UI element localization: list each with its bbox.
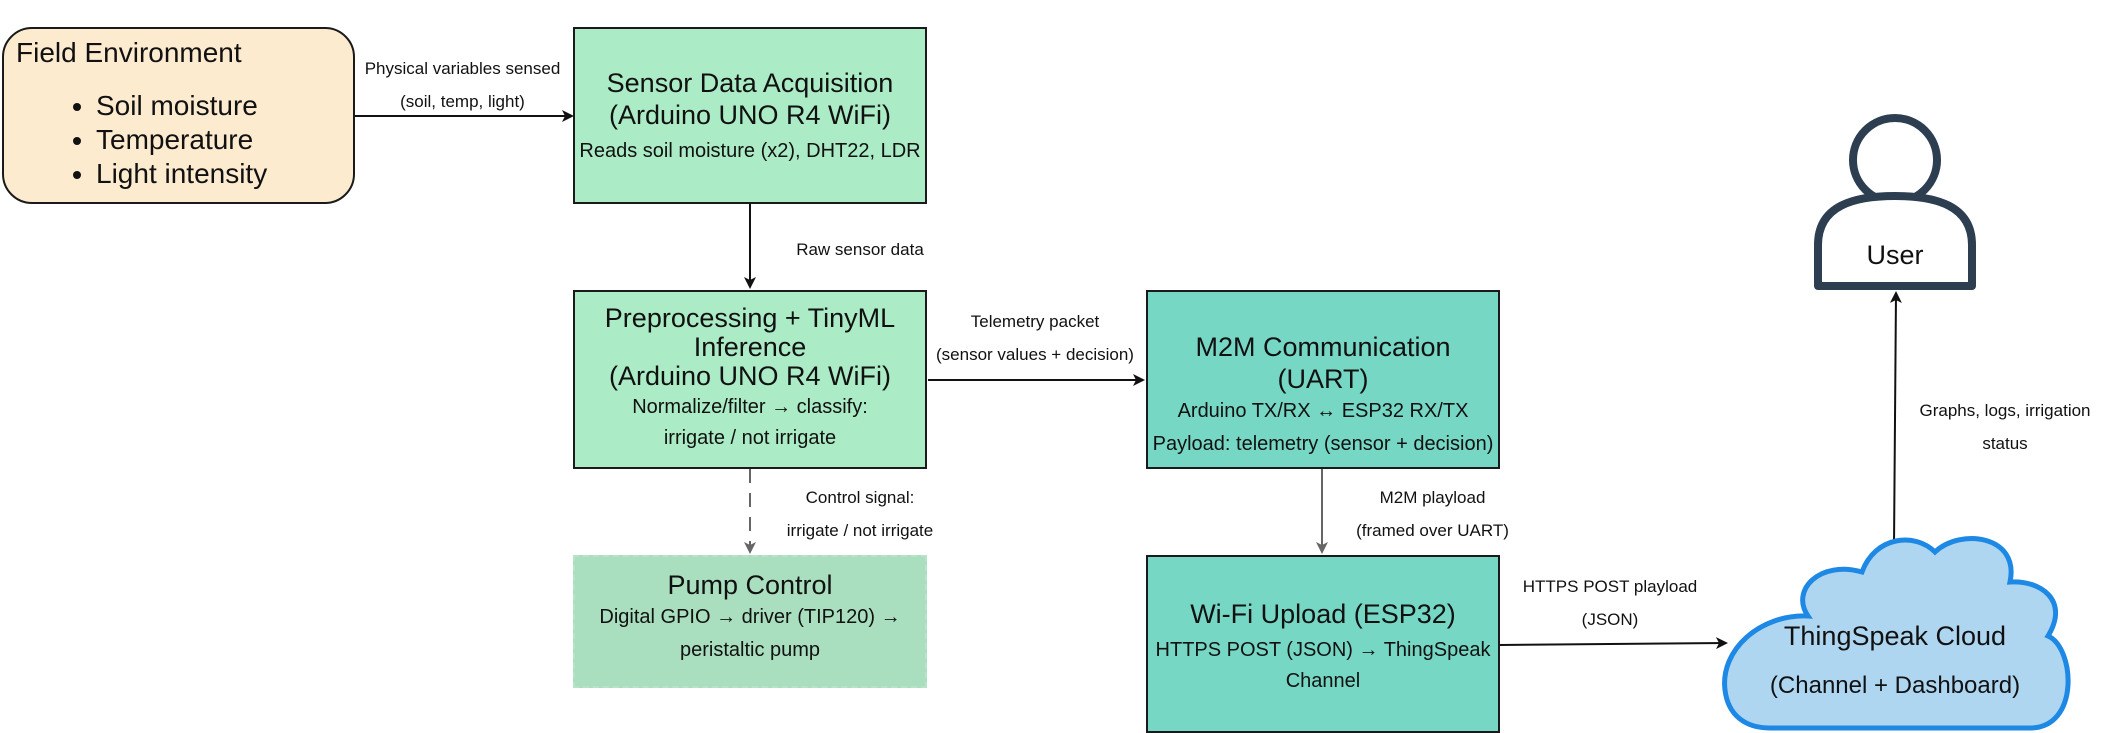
label-preprocessing-to-m2m: Telemetry packet (sensor values + decisi… [920,305,1150,371]
user-body-icon [1814,192,1976,290]
label-https-line2: (JSON) [1581,610,1639,629]
label-control-line1: Control signal: [805,488,915,507]
label-cloud-to-user: Graphs, logs, irrigation status [1905,394,2105,460]
sensor-acquisition-node: Sensor Data Acquisition (Arduino UNO R4 … [573,27,927,204]
label-wifi-to-cloud: HTTPS POST playload (JSON) [1505,570,1715,636]
acquisition-description: Reads soil moisture (x2), DHT22, LDR [579,140,921,162]
edge-wifi-to-cloud [1498,637,1728,650]
pump-description-1: Digital GPIO → driver (TIP120) → [599,606,901,628]
wifi-description-2: Channel [1285,670,1361,692]
user-head-icon [1849,114,1941,206]
field-item-soil: Soil moisture [96,89,341,123]
preprocessing-title-2: Inference [693,332,807,362]
field-environment-node: Field Environment Soil moisture Temperat… [2,27,355,204]
edge-cloud-to-user [1889,291,1902,547]
pump-control-node: Pump Control Digital GPIO → driver (TIP1… [573,555,927,688]
m2m-description-2: Payload: telemetry (sensor + decision) [1152,433,1494,455]
label-graphs-line1: Graphs, logs, irrigation [1919,401,2091,420]
label-field-to-acquisition: Physical variables sensed (soil, temp, l… [355,52,570,118]
label-m2m-payload-line2: (framed over UART) [1356,521,1509,540]
label-telemetry-line2: (sensor values + decision) [936,345,1134,364]
wifi-description-1: HTTPS POST (JSON) → ThingSpeak [1155,639,1491,661]
cloud-title: ThingSpeak Cloud [1783,621,2007,651]
field-item-light: Light intensity [96,157,341,191]
acquisition-platform: (Arduino UNO R4 WiFi) [608,100,892,130]
preprocessing-platform: (Arduino UNO R4 WiFi) [608,361,892,391]
field-environment-title: Field Environment [16,37,242,68]
label-m2m-to-wifi: M2M playload (framed over UART) [1340,481,1525,547]
label-field-to-acquisition-line1: Physical variables sensed [364,59,561,78]
preprocessing-title: Preprocessing + TinyML [604,303,896,333]
wifi-title: Wi-Fi Upload (ESP32) [1190,599,1456,629]
label-preprocessing-to-pump: Control signal: irrigate / not irrigate [770,481,950,547]
field-variables-list: Soil moisture Temperature Light intensit… [16,89,341,191]
acquisition-title: Sensor Data Acquisition [606,68,894,98]
pump-description-2: peristaltic pump [679,639,821,661]
label-raw-sensor-data: Raw sensor data [796,240,924,259]
cloud-shape [1722,536,2071,731]
preprocessing-description-2: irrigate / not irrigate [663,427,837,449]
label-telemetry-line1: Telemetry packet [970,312,1100,331]
preprocessing-description-1: Normalize/filter → classify: [632,396,868,418]
m2m-title: M2M Communication (UART) [1195,332,1451,394]
label-graphs-line2: status [1982,434,2028,453]
label-acquisition-to-preprocessing: Raw sensor data [770,233,950,266]
wifi-upload-node: Wi-Fi Upload (ESP32) HTTPS POST (JSON) →… [1146,555,1500,733]
field-item-temperature: Temperature [96,123,341,157]
preprocessing-node: Preprocessing + TinyML Inference (Arduin… [573,290,927,469]
label-https-line1: HTTPS POST playload [1522,577,1698,596]
thingspeak-cloud-node: ThingSpeak Cloud (Channel + Dashboard) [1725,620,2065,702]
label-control-line2: irrigate / not irrigate [786,521,934,540]
user-label: User [1866,240,1924,270]
pump-title: Pump Control [667,570,833,600]
m2m-description-1: Arduino TX/RX ↔ ESP32 RX/TX [1177,400,1469,422]
label-m2m-payload-line1: M2M playload [1379,488,1486,507]
label-field-to-acquisition-line2: (soil, temp, light) [400,92,525,111]
cloud-subtitle: (Channel + Dashboard) [1769,672,2021,699]
m2m-communication-node: M2M Communication (UART) Arduino TX/RX ↔… [1146,290,1500,469]
